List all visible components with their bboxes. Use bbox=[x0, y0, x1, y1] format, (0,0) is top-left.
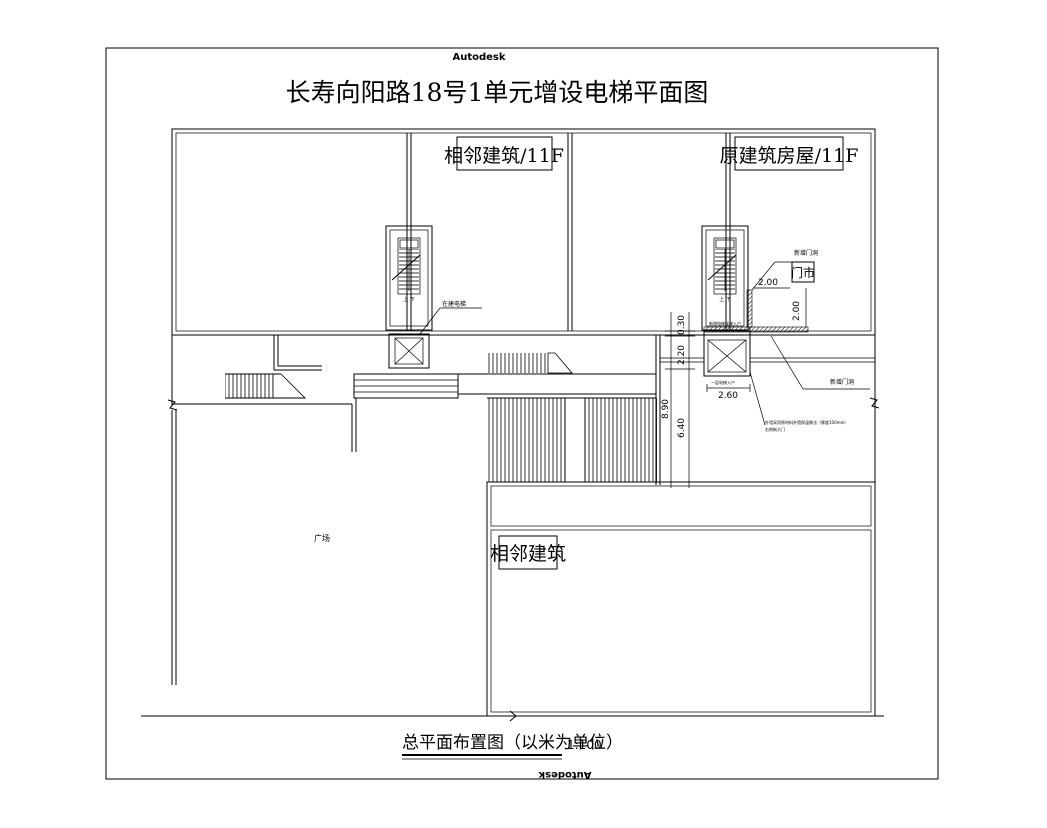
drawing-border bbox=[105, 47, 939, 780]
original-building-11f-label: 原建筑房屋/11F bbox=[720, 145, 859, 167]
structure-notes: 外墙采用原材料外墙保温做法（厚度100mm） 右侧新大门 bbox=[749, 371, 848, 432]
door-sign-label: 门市 bbox=[791, 265, 815, 280]
watermark-top: Autodesk bbox=[452, 52, 505, 63]
stair-label-left: 上 下 bbox=[403, 296, 415, 303]
new-door-top-label: 新增门洞 bbox=[794, 249, 818, 257]
plaza-area: 广场 bbox=[171, 398, 357, 685]
dimension-chain: 0.30 2.20 8.90 6.40 bbox=[661, 312, 695, 488]
dim-220: 2.20 bbox=[677, 345, 687, 365]
stair-core-right: 上 下 bbox=[701, 225, 749, 331]
ramp-left bbox=[225, 373, 306, 399]
entry-note-top: 新增电梯候梯入户 bbox=[709, 320, 741, 326]
upper-buildings bbox=[171, 128, 876, 336]
dim-260: 2.60 bbox=[718, 391, 738, 401]
dim-200-height: 2.00 bbox=[792, 301, 802, 321]
dim-890: 8.90 bbox=[661, 399, 671, 419]
dim-640: 6.40 bbox=[677, 418, 687, 438]
adjacent-building-11f-label: 相邻建筑/11F bbox=[444, 145, 564, 167]
stair-core-left: 上 下 bbox=[385, 225, 433, 331]
footer-title: 总平面布置图（以米为单位） bbox=[402, 733, 623, 753]
structure-note-1: 外墙采用原材料外墙保温做法（厚度100mm） bbox=[765, 419, 848, 425]
new-door-top: 新增门洞 门市 2.00 2.00 bbox=[746, 249, 818, 328]
adjacent-building-11f-box bbox=[456, 136, 553, 171]
ramps-middle bbox=[487, 397, 657, 482]
dim-200-width: 2.00 bbox=[758, 278, 778, 288]
adjacent-building-box bbox=[498, 535, 558, 570]
watermark-bottom: Autodesk bbox=[538, 769, 591, 780]
adjacent-building-label: 相邻建筑 bbox=[490, 543, 566, 565]
entry-note-bottom: 一层电梯入户 bbox=[711, 379, 735, 385]
new-door-right: 新增门洞 bbox=[770, 335, 870, 390]
door-sign-box bbox=[791, 261, 815, 283]
new-door-right-label: 新增门洞 bbox=[830, 378, 854, 386]
original-building-11f-box bbox=[734, 136, 844, 171]
existing-elevator-label: 在建电梯 bbox=[442, 300, 466, 308]
ground-line bbox=[141, 710, 884, 722]
dim-030: 0.30 bbox=[677, 315, 687, 335]
drawing-title: 长寿向阳路18号1单元增设电梯平面图 bbox=[286, 78, 709, 107]
footer-scale: 1:100 bbox=[567, 738, 602, 752]
plaza-label: 广场 bbox=[314, 533, 330, 543]
new-elevator-right: 新增电梯候梯入户 一层电梯入户 2.60 bbox=[703, 320, 809, 401]
existing-elevator-left: 在建电梯 bbox=[388, 300, 482, 369]
break-mark-left bbox=[167, 399, 178, 411]
stair-label-right: 上 下 bbox=[719, 296, 731, 303]
front-steps bbox=[353, 352, 656, 399]
structure-note-2: 右侧新大门 bbox=[765, 426, 785, 432]
